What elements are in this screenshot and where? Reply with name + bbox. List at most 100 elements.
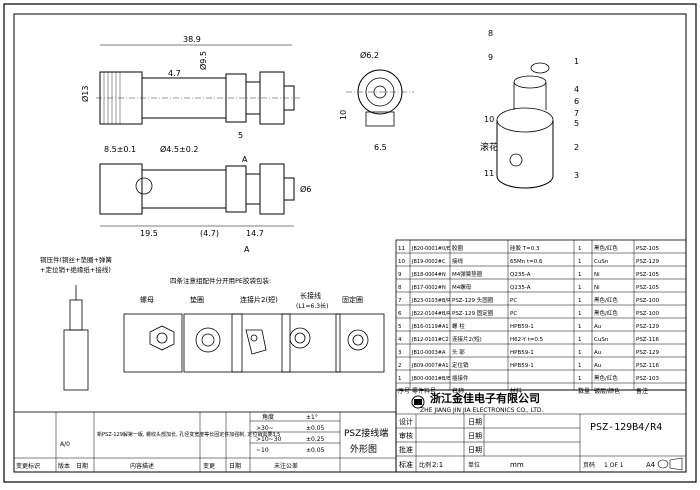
bom-cell: 定位销 bbox=[452, 361, 469, 369]
bom-cell: 黑色/红色 bbox=[594, 309, 618, 317]
bom-cell: Au bbox=[594, 363, 601, 369]
rev-header-2: 日期 bbox=[76, 462, 88, 470]
label-date-2: 日期 bbox=[468, 432, 482, 440]
dim-8-5: 8.5±0.1 bbox=[104, 145, 136, 154]
bom-header-cell: 镀层/颜色 bbox=[594, 387, 620, 395]
bom-cell: PSZ-129 bbox=[636, 259, 659, 265]
side-view-top: 38.9 Ø13 Ø9.5 4.7 5 bbox=[80, 35, 300, 140]
bom-cell: 1 bbox=[578, 363, 582, 369]
page-value: 1 OF 1 bbox=[604, 462, 624, 469]
projection-symbol-icon bbox=[657, 457, 683, 471]
part-label-nut: 螺母 bbox=[140, 295, 154, 304]
bom-cell: 黑色/红色 bbox=[594, 296, 618, 304]
rev-header-5: 日期 bbox=[229, 462, 241, 470]
bom-cell: 黑色/红色 bbox=[594, 374, 618, 382]
inner-border bbox=[13, 13, 687, 473]
tol-header: 角度 bbox=[262, 413, 274, 421]
bom-cell: 2 bbox=[398, 363, 402, 369]
bom-cell: PSZ-129 头固圈 bbox=[452, 296, 494, 304]
knurl-label: 滚花 bbox=[480, 141, 498, 153]
part-name-line2: 外形图 bbox=[350, 443, 377, 455]
note-title: 铜压件(铜丝+垫圈+弹簧 bbox=[40, 255, 112, 264]
bom-cell: M4螺母 bbox=[452, 283, 472, 291]
callout-8: 8 bbox=[488, 29, 493, 38]
packaging-note: 铜压件(铜丝+垫圈+弹簧 +定位销+绝缘纸+接线) 四条注意组配件分开用PE胶袋… bbox=[40, 255, 385, 391]
dim-14-7: 14.7 bbox=[246, 229, 264, 238]
bom-cell: 接线 bbox=[452, 257, 464, 265]
bom-cell: 1 bbox=[578, 246, 582, 252]
bom-cell: 1 bbox=[578, 272, 582, 278]
section-marker-top: A bbox=[242, 155, 248, 164]
callout-7: 7 bbox=[574, 109, 579, 118]
rev-header-3: 内容描述 bbox=[130, 462, 154, 470]
bom-cell: JB23-0103#B/R bbox=[411, 298, 451, 304]
label-date-3: 日期 bbox=[468, 446, 482, 454]
bom-cell: 8 bbox=[398, 285, 402, 291]
part-label-link: 连接片2(短) bbox=[240, 295, 278, 304]
bom-cell: JB10-0003#A bbox=[411, 350, 446, 356]
rev-version: A/0 bbox=[60, 441, 70, 448]
dim-6-2: Ø6.2 bbox=[360, 50, 379, 60]
title-block: 浙江金佳电子有限公司 ZHE JIANG JIN JIA ELECTRONICS… bbox=[395, 389, 687, 473]
bom-header-cell: 备注 bbox=[636, 387, 648, 395]
bom-cell: 螺 柱 bbox=[452, 322, 465, 330]
unit-value: mm bbox=[510, 461, 524, 469]
bom-cell: 1 bbox=[398, 376, 402, 382]
label-check: 审核 bbox=[399, 431, 413, 440]
tol-row-3-value: ±0.05 bbox=[306, 447, 325, 454]
bom-cell: PSZ-129 bbox=[636, 350, 659, 356]
bom-cell: 1 bbox=[578, 337, 582, 343]
label-date-1: 日期 bbox=[468, 418, 482, 426]
bom-cell: 1 bbox=[578, 298, 582, 304]
dim-4-7: 4.7 bbox=[168, 69, 181, 78]
bom-cell: 头 部 bbox=[452, 348, 465, 356]
bom-cell: HPB59-1 bbox=[510, 324, 534, 330]
dim-6-5: 6.5 bbox=[374, 143, 387, 152]
tol-row-1-value: ±0.05 bbox=[306, 425, 325, 432]
rev-header-4: 变更 bbox=[203, 462, 215, 470]
part-label-ring: 固定圈 bbox=[342, 295, 363, 304]
dim-10: 10 bbox=[339, 110, 348, 120]
bom-cell: JB12-0101#C2 bbox=[411, 337, 449, 343]
bom-cell: HPB59-1 bbox=[510, 350, 534, 356]
front-view: Ø6.2 10 6.5 bbox=[339, 50, 414, 152]
bom-header-cell: 零件料号 bbox=[412, 387, 436, 395]
callout-10: 10 bbox=[484, 115, 494, 124]
bom-cell: H62-Y t=0.5 bbox=[510, 337, 544, 343]
bom-header-cell: 名称 bbox=[452, 387, 464, 395]
bom-cell: 黑色/红色 bbox=[594, 244, 618, 252]
bom-header-cell: 序号 bbox=[398, 387, 410, 395]
dim-5: 5 bbox=[238, 131, 243, 140]
bom-cell: PSZ-129 bbox=[636, 324, 659, 330]
part-label-washer: 垫圈 bbox=[190, 295, 204, 304]
bom-cell: 11 bbox=[398, 246, 405, 252]
bom-cell: 1 bbox=[578, 350, 582, 356]
bom-cell: 胶圈 bbox=[452, 244, 464, 252]
revision-block: A/0 新PSZ-129解第一版, 螺纹头部加长, 孔径变宽度等长固定件加强制,… bbox=[13, 411, 397, 473]
bom-header-cell: 材料 bbox=[510, 387, 522, 395]
bom-cell: PSZ-129 固定圈 bbox=[452, 309, 494, 317]
bom-cell: PSZ-116 bbox=[636, 363, 659, 369]
bom-cell: PSZ-105 bbox=[636, 285, 659, 291]
tol-row-2-range: >10~30 bbox=[256, 436, 282, 443]
side-view-middle: 8.5±0.1 Ø4.5±0.2 19.5 (4.7) 14.7 Ø6 A A bbox=[99, 144, 311, 254]
dim-hole: Ø4.5±0.2 bbox=[160, 144, 198, 154]
part-sub-length: (L1=6.3长) bbox=[296, 302, 328, 310]
bom-cell: Ni bbox=[594, 272, 600, 278]
bom-cell: 1 bbox=[578, 311, 582, 317]
drawing-number: PSZ-129B4/R4 bbox=[590, 422, 662, 433]
callout-1: 1 bbox=[574, 57, 579, 66]
bom-cell: 9 bbox=[398, 272, 402, 278]
bom-cell: JB20-0001#0/E bbox=[411, 246, 450, 252]
bom-cell: JB18-0004#N bbox=[411, 272, 446, 278]
dim-dia-6: Ø6 bbox=[300, 184, 311, 194]
bom-cell: PSZ-105 bbox=[636, 272, 659, 278]
bom-cell: 硅胶 T=0.3 bbox=[510, 244, 540, 252]
company-name-en: ZHE JIANG JIN JIA ELECTRONICS CO., LTD. bbox=[420, 407, 544, 414]
bom-cell: CuSn bbox=[594, 337, 609, 343]
bom-header-cell: 数量 bbox=[578, 387, 590, 395]
rev-note: 新PSZ-129解第一版, 螺纹头部加长, 孔径变宽度等长固定件加强制, 定位销… bbox=[97, 431, 280, 438]
note-col-header: 四条注意组配件分开用PE胶袋包装: bbox=[170, 276, 271, 285]
callout-5: 5 bbox=[574, 119, 579, 128]
bom-cell: JB22-0104#B/R bbox=[411, 311, 451, 317]
